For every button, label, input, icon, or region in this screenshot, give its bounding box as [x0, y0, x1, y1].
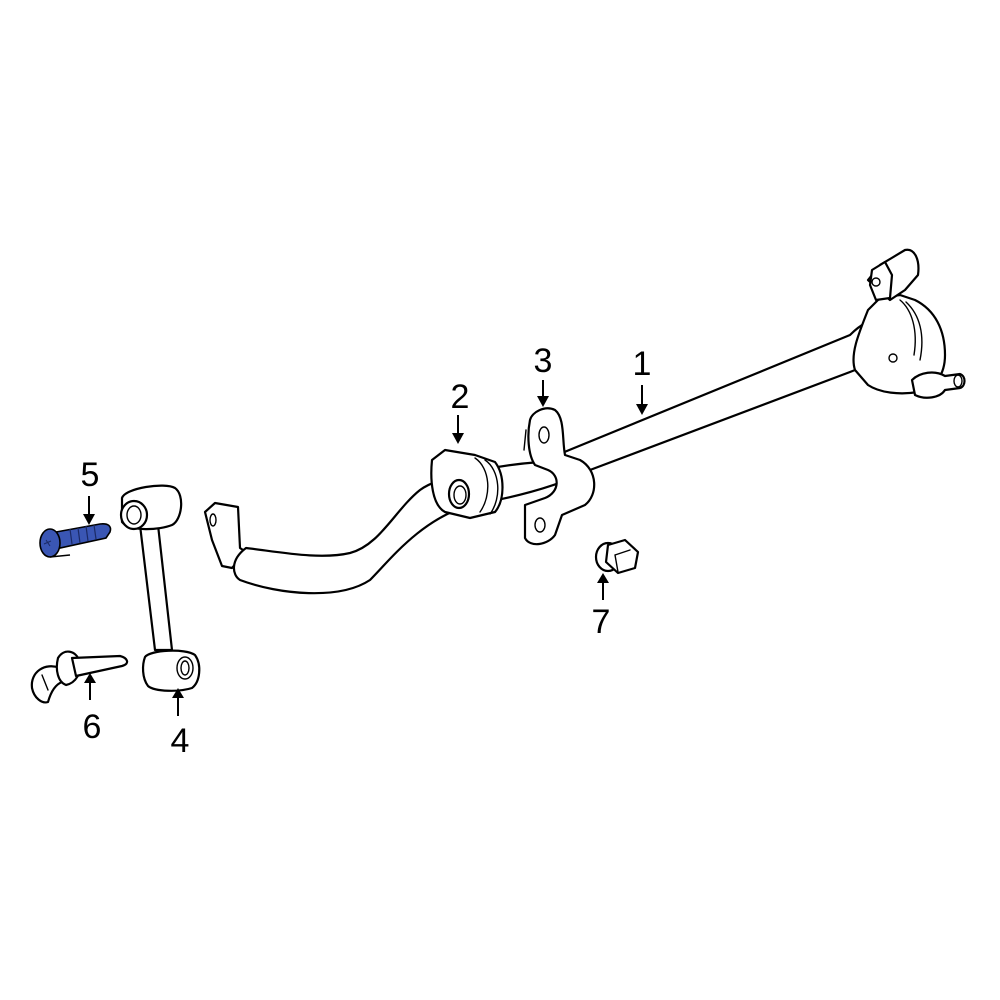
callout-number: 7 [592, 603, 611, 641]
callout-7: 7 [592, 573, 611, 641]
bushing[interactable] [430, 448, 504, 520]
callout-2: 2 [451, 378, 470, 444]
stabilizer-link[interactable] [119, 484, 201, 692]
bracket[interactable] [523, 407, 596, 546]
callout-number: 5 [81, 456, 100, 494]
callout-number: 6 [83, 708, 102, 746]
callout-number: 2 [451, 378, 470, 416]
callout-3: 3 [534, 342, 553, 407]
stabilizer-bar[interactable] [203, 248, 966, 595]
callout-1: 1 [633, 345, 652, 415]
clip[interactable] [30, 650, 129, 704]
callout-5: 5 [81, 456, 100, 525]
callout-number: 1 [633, 345, 652, 383]
callout-number: 4 [171, 722, 190, 760]
bolt[interactable] [39, 523, 112, 558]
callout-4: 4 [171, 688, 190, 760]
callout-6: 6 [83, 673, 102, 746]
nut[interactable] [594, 538, 640, 575]
callout-number: 3 [534, 342, 553, 380]
